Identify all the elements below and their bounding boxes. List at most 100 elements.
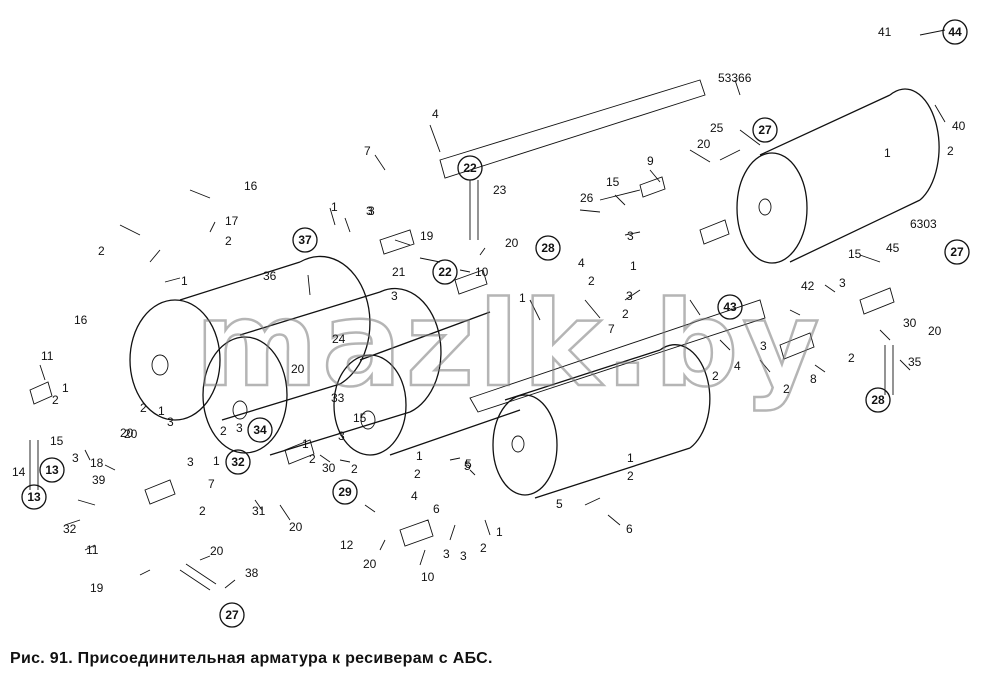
part-number: 2: [140, 401, 147, 415]
part-number: 2: [309, 452, 316, 466]
assembly-label-6303: 6303: [910, 217, 937, 231]
part-number: 23: [493, 183, 507, 197]
part-number: 20: [505, 236, 519, 250]
part-number: 20: [363, 557, 377, 571]
part-number: 24: [332, 332, 346, 346]
ref-text: 29: [338, 485, 352, 499]
part-number: 20: [697, 137, 711, 151]
part-number: 7: [208, 477, 215, 491]
ref-text: 37: [298, 233, 312, 247]
receiver-tank: [736, 88, 940, 264]
ref-circle-28: 28: [535, 235, 561, 261]
figure-caption: Рис. 91. Присоединительная арматура к ре…: [10, 650, 493, 667]
part-number: 2: [52, 393, 59, 407]
part-number: 31: [252, 504, 266, 518]
part-number: 3: [460, 549, 467, 563]
part-number: 1: [158, 404, 165, 418]
part-number: 21: [392, 265, 406, 279]
part-number: 4: [578, 256, 585, 270]
part-number-labels: 41 40 1 2 25 20 9 15 26 3 1 2 3 7 16 4 1…: [12, 25, 966, 595]
part-number: 30: [322, 461, 336, 475]
part-number: 2: [783, 382, 790, 396]
part-number: 20: [928, 324, 942, 338]
ref-text: 22: [438, 265, 452, 279]
receiver-tanks: [129, 79, 940, 499]
part-number: 3: [338, 429, 345, 443]
part-number: 4: [411, 489, 418, 503]
part-number: 3: [626, 289, 633, 303]
part-number: 3: [187, 455, 194, 469]
ref-text: 43: [723, 300, 737, 314]
part-number: 15: [848, 247, 862, 261]
ref-circle-28: 28: [865, 387, 891, 413]
part-number: 2: [480, 541, 487, 555]
part-number: 10: [421, 570, 435, 584]
part-number: 19: [420, 229, 434, 243]
part-number: 11: [41, 349, 54, 363]
part-number: 2: [98, 244, 105, 258]
ref-text: 13: [27, 490, 41, 504]
part-number: 1: [496, 525, 503, 539]
part-number: 6: [626, 522, 633, 536]
part-number: 5: [465, 457, 472, 471]
ref-circle-13: 13: [39, 457, 65, 483]
leader-lines: [39, 29, 946, 589]
part-number: 5: [556, 497, 563, 511]
part-number: 7: [364, 144, 371, 158]
ref-circle-37: 37: [292, 227, 318, 253]
part-number: 20: [289, 520, 303, 534]
part-number: 35: [908, 355, 922, 369]
part-number: 3: [368, 204, 375, 218]
part-number: 3: [443, 547, 450, 561]
part-number: 16: [74, 313, 88, 327]
part-number: 17: [225, 214, 239, 228]
part-number: 6: [433, 502, 440, 516]
part-number: 1: [416, 449, 423, 463]
part-number: 15: [353, 411, 367, 425]
assembly-label-53366: 53366: [718, 71, 752, 85]
ref-circle-32: 32: [225, 449, 251, 475]
part-number: 3: [167, 415, 174, 429]
ref-text: 28: [871, 393, 885, 407]
part-number: 20: [210, 544, 224, 558]
part-number: 16: [244, 179, 258, 193]
ref-circle-44: 44: [942, 19, 968, 45]
part-number: 40: [952, 119, 966, 133]
part-number: 1: [519, 291, 526, 305]
receiver-tank: [492, 344, 711, 499]
watermark: mazlk.by: [195, 275, 823, 413]
part-number: 3: [760, 339, 767, 353]
ref-text: 27: [950, 245, 964, 259]
part-number: 14: [12, 465, 26, 479]
ref-circle-29: 29: [332, 479, 358, 505]
ref-circle-27: 27: [752, 117, 778, 143]
part-number: 2: [199, 504, 206, 518]
part-number: 9: [647, 154, 654, 168]
part-number: 2: [627, 469, 634, 483]
ref-circle-27: 27: [219, 602, 245, 628]
part-number: 32: [63, 522, 77, 536]
part-number: 3: [391, 289, 398, 303]
part-number: 20: [120, 426, 134, 440]
part-number: 3: [72, 451, 79, 465]
part-number: 20: [291, 362, 305, 376]
ref-circle-13: 13: [21, 484, 47, 510]
part-number: 2: [622, 307, 629, 321]
ref-text: 27: [225, 608, 239, 622]
ref-text: 44: [948, 25, 962, 39]
part-number: 2: [947, 144, 954, 158]
part-number: 42: [801, 279, 815, 293]
ref-text: 28: [541, 241, 555, 255]
part-number: 20: [124, 427, 138, 441]
part-number: 3: [839, 276, 846, 290]
part-number: 38: [245, 566, 259, 580]
part-number: 15: [50, 434, 64, 448]
part-number: 39: [92, 473, 106, 487]
part-number: 2: [220, 424, 227, 438]
part-number: 30: [903, 316, 917, 330]
part-number: 11: [86, 543, 99, 557]
part-number: 12: [340, 538, 354, 552]
part-number: 4: [734, 359, 741, 373]
part-number: 2: [588, 274, 595, 288]
assembly-labels: 53366 6303: [718, 71, 937, 231]
